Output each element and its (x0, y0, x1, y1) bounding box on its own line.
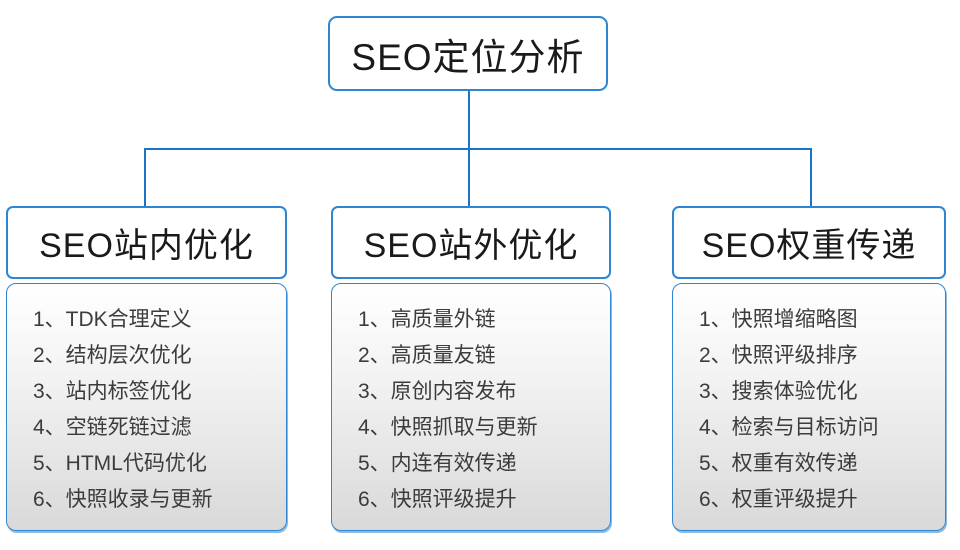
root-node-label: SEO定位分析 (351, 36, 585, 78)
list-item: 2、结构层次优化 (33, 344, 192, 367)
branch-header-offsite: SEO站外优化 (331, 206, 611, 279)
list-item: 1、TDK合理定义 (33, 308, 192, 331)
branch-title: SEO站外优化 (363, 227, 579, 265)
list-item: 3、搜索体验优化 (699, 380, 858, 403)
list-item: 4、检索与目标访问 (699, 416, 879, 439)
list-item: 3、原创内容发布 (358, 380, 517, 403)
root-node: SEO定位分析 (328, 16, 608, 91)
connector-drop-left (144, 149, 146, 207)
list-item: 4、空链死链过滤 (33, 416, 192, 439)
list-item: 6、快照评级提升 (358, 488, 517, 511)
list-item: 1、高质量外链 (358, 308, 496, 331)
connector-drop-middle (468, 149, 470, 207)
list-item: 3、站内标签优化 (33, 380, 192, 403)
branch-list-weight: 1、快照增缩略图 2、快照评级排序 3、搜索体验优化 4、检索与目标访问 5、权… (672, 283, 946, 531)
branch-header-onsite: SEO站内优化 (6, 206, 287, 279)
branch-title: SEO权重传递 (701, 227, 917, 265)
branch-title: SEO站内优化 (39, 227, 254, 265)
connector-root-vertical (468, 91, 470, 149)
connector-horizontal (144, 148, 812, 150)
list-item: 6、权重评级提升 (699, 488, 858, 511)
branch-list-onsite: 1、TDK合理定义 2、结构层次优化 3、站内标签优化 4、空链死链过滤 5、H… (6, 283, 287, 531)
list-item: 6、快照收录与更新 (33, 488, 213, 511)
list-item: 1、快照增缩略图 (699, 308, 858, 331)
list-item: 5、HTML代码优化 (33, 452, 207, 475)
branch-header-weight: SEO权重传递 (672, 206, 946, 279)
connector-drop-right (810, 149, 812, 207)
list-item: 2、高质量友链 (358, 344, 496, 367)
list-item: 5、权重有效传递 (699, 452, 858, 475)
list-item: 2、快照评级排序 (699, 344, 858, 367)
branch-list-offsite: 1、高质量外链 2、高质量友链 3、原创内容发布 4、快照抓取与更新 5、内连有… (331, 283, 611, 531)
list-item: 5、内连有效传递 (358, 452, 517, 475)
list-item: 4、快照抓取与更新 (358, 416, 538, 439)
